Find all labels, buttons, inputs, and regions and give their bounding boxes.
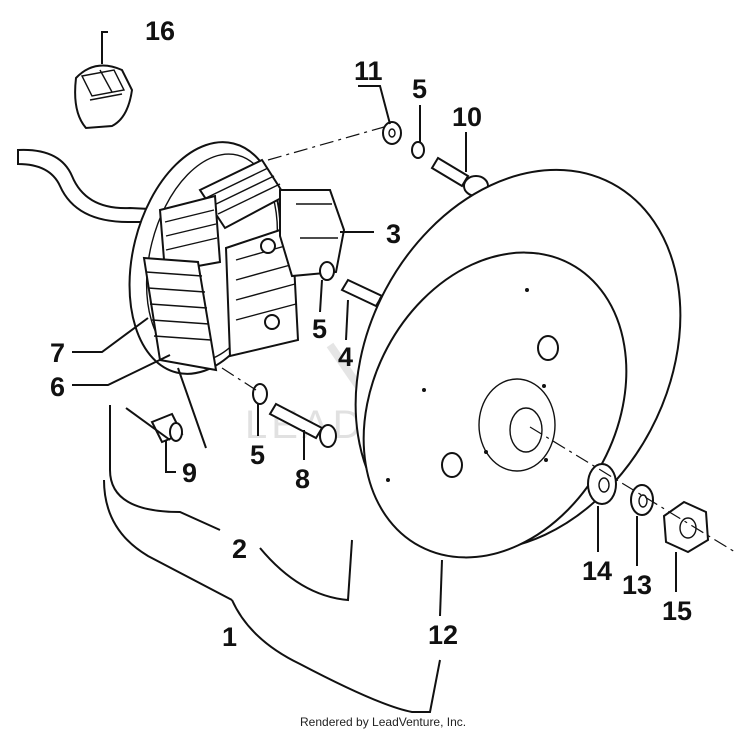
part-8-screw[interactable] [268, 402, 337, 448]
part-5-lockwasher-mid[interactable] [319, 261, 335, 281]
callout-5-low: 5 [250, 440, 265, 470]
part-5-lockwasher-top[interactable] [411, 141, 425, 159]
callout-9: 9 [182, 458, 197, 488]
callout-15: 15 [662, 596, 692, 626]
part-15-nut[interactable] [662, 500, 710, 554]
callout-1: 1 [222, 622, 237, 652]
part-16-cap[interactable] [74, 64, 134, 130]
part-13-lockwasher[interactable] [630, 484, 654, 516]
callout-12: 12 [428, 620, 458, 650]
callout-8: 8 [295, 464, 310, 494]
center-lines [221, 126, 736, 553]
stator-assembly[interactable] [107, 126, 346, 390]
callout-13: 13 [622, 570, 652, 600]
callout-7: 7 [50, 338, 65, 368]
callout-16: 16 [145, 16, 175, 46]
callout-5-top: 5 [412, 74, 427, 104]
leader-lines [72, 31, 677, 713]
callout-6: 6 [50, 372, 65, 402]
callout-11: 11 [354, 56, 383, 86]
footer-credit: Rendered by LeadVenture, Inc. [300, 715, 466, 729]
part-14-washer[interactable] [587, 463, 617, 505]
callout-2: 2 [232, 534, 247, 564]
callout-10: 10 [452, 102, 482, 132]
callout-14: 14 [582, 556, 612, 586]
part-5-lockwasher-low[interactable] [252, 383, 268, 405]
callout-5-mid: 5 [312, 314, 327, 344]
callout-labels: 16 11 5 10 3 5 4 7 6 5 9 8 2 14 13 15 1 … [50, 16, 692, 652]
part-9-spacer[interactable] [150, 412, 184, 444]
part-11-washer[interactable] [382, 121, 402, 145]
part-10-screw[interactable] [430, 156, 489, 197]
callout-3: 3 [386, 219, 401, 249]
part-12-flywheel[interactable] [292, 113, 745, 607]
callout-4: 4 [338, 342, 353, 372]
part-7-6-coil[interactable] [142, 256, 218, 372]
